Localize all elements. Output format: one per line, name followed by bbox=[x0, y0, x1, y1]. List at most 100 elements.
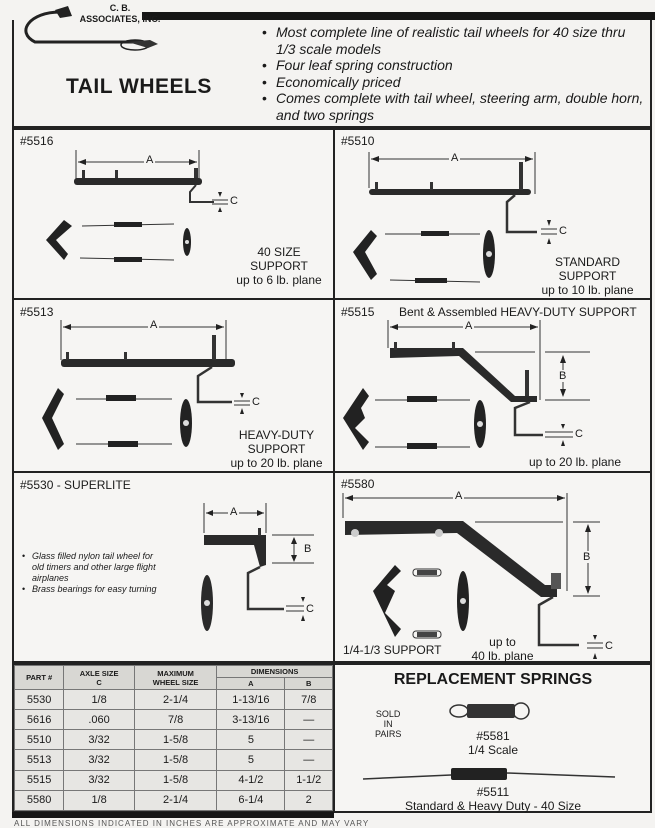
header-box bbox=[12, 20, 652, 128]
dim-a-label: A bbox=[228, 506, 240, 518]
table-cell: 7/8 bbox=[133, 709, 218, 731]
product-caption: STANDARD SUPPORT up to 10 lb. plane bbox=[525, 255, 650, 297]
support-label: 1/4-1/3 SUPPORT bbox=[343, 643, 442, 657]
header-axle-sub: C bbox=[96, 677, 102, 687]
dim-a-label: A bbox=[148, 319, 160, 331]
table-cell: — bbox=[284, 749, 333, 771]
caption-line: 40 lb. plane bbox=[471, 649, 534, 663]
table-cell: 1/8 bbox=[63, 688, 135, 711]
bullet-icon: • bbox=[22, 551, 26, 561]
table-cell: 1/8 bbox=[63, 789, 135, 812]
dim-a-label: A bbox=[144, 154, 156, 166]
table-cell: 4-1/2 bbox=[216, 769, 286, 791]
header-dim-b: B bbox=[284, 677, 333, 690]
product-panel-5530: #5530 - SUPERLITE A B C •Glass filled ny… bbox=[12, 471, 335, 663]
header-part: PART # bbox=[13, 665, 65, 690]
spring-5581: #5581 1/4 Scale bbox=[453, 729, 533, 757]
table-cell: 5616 bbox=[13, 709, 65, 731]
table-cell: 5513 bbox=[13, 749, 65, 771]
caption-line: up to 10 lb. plane bbox=[541, 283, 634, 297]
sold-line: SOLD bbox=[375, 709, 401, 719]
table-cell: 3/32 bbox=[63, 749, 135, 771]
table-cell: .060 bbox=[63, 709, 135, 731]
table-cell: 5 bbox=[216, 749, 286, 771]
feature-list: Most complete line of realistic tail whe… bbox=[262, 24, 646, 123]
sold-line: IN bbox=[383, 719, 393, 729]
table-cell: — bbox=[284, 709, 333, 731]
feature-item: Most complete line of realistic tail whe… bbox=[262, 24, 636, 57]
spring-desc: 1/4 Scale bbox=[467, 743, 519, 757]
table-cell: 5 bbox=[216, 729, 286, 751]
part-number: #5515 bbox=[341, 305, 375, 319]
company-logo-icon bbox=[24, 6, 158, 51]
sold-in-pairs: SOLD IN PAIRS bbox=[375, 709, 401, 739]
tail-wheel-5580-drawing-icon bbox=[342, 493, 603, 659]
table-cell: 5515 bbox=[13, 769, 65, 791]
footer-bar bbox=[12, 812, 334, 818]
header-max-label: MAXIMUM bbox=[157, 668, 194, 678]
company-line2: ASSOCIATES, INC. bbox=[79, 14, 161, 24]
product-caption: up to 20 lb. plane bbox=[528, 455, 622, 469]
replacement-springs-panel: REPLACEMENT SPRINGS SOLD IN PAIRS #5581 … bbox=[333, 663, 652, 813]
note-item: •Brass bearings for easy turning bbox=[22, 584, 157, 594]
spring-part: #5581 bbox=[476, 729, 510, 743]
spring-5511: #5511 Standard & Heavy Duty - 40 Size bbox=[335, 785, 651, 813]
dim-c-label: C bbox=[252, 396, 260, 408]
header-dims: DIMENSIONS bbox=[216, 665, 333, 678]
feature-item: Economically priced bbox=[262, 74, 646, 91]
caption-line: SUPPORT bbox=[247, 442, 306, 456]
spring-part: #5511 bbox=[476, 785, 510, 799]
sold-line: PAIRS bbox=[375, 729, 402, 739]
footer-note: ALL DIMENSIONS INDICATED IN INCHES ARE A… bbox=[14, 819, 370, 828]
part-number: #5530 - SUPERLITE bbox=[20, 478, 131, 492]
tail-wheel-5530-drawing-icon bbox=[201, 503, 314, 631]
table-cell: 1-5/8 bbox=[133, 769, 218, 791]
table-cell: 1-5/8 bbox=[133, 729, 218, 751]
caption-line: SUPPORT bbox=[250, 259, 308, 273]
dim-a-label: A bbox=[449, 152, 461, 164]
part-number: #5516 bbox=[20, 134, 54, 148]
feature-item: Four leaf spring construction bbox=[262, 57, 646, 74]
springs-title: REPLACEMENT SPRINGS bbox=[393, 671, 593, 688]
bullet-icon: • bbox=[22, 584, 26, 594]
header-dim-a: A bbox=[216, 677, 286, 690]
table-cell: 3-13/16 bbox=[216, 709, 286, 731]
part-number: #5510 bbox=[341, 134, 375, 148]
header-top-bar bbox=[142, 12, 655, 20]
table-cell: 6-1/4 bbox=[216, 789, 286, 812]
header-max-sub: WHEEL SIZE bbox=[152, 677, 199, 687]
table-cell: 5510 bbox=[13, 729, 65, 751]
table-cell: 1-13/16 bbox=[216, 688, 286, 711]
dim-c-label: C bbox=[605, 640, 613, 652]
note-item: •Glass filled nylon tail wheel for old t… bbox=[22, 551, 156, 583]
caption-line: 40 SIZE bbox=[257, 245, 301, 259]
table-cell: 1-1/2 bbox=[284, 769, 333, 791]
part-number: #5580 bbox=[341, 477, 375, 491]
table-cell: 5530 bbox=[13, 688, 65, 711]
table-cell: 5580 bbox=[13, 789, 65, 812]
table-cell: 2 bbox=[284, 789, 333, 812]
tail-wheel-5510-drawing-icon bbox=[353, 152, 557, 283]
caption-line: up to 6 lb. plane bbox=[236, 273, 322, 287]
product-caption: HEAVY-DUTY SUPPORT up to 20 lb. plane bbox=[214, 428, 339, 470]
header-axle-label: AXLE SIZE bbox=[79, 668, 119, 678]
table-cell: 3/32 bbox=[63, 769, 135, 791]
product-panel-5515: #5515 Bent & Assembled HEAVY-DUTY SUPPOR… bbox=[333, 298, 652, 473]
product-panel-5580: #5580 A B C 1/4-1/3 SUPPORT up to 40 lb.… bbox=[333, 471, 652, 663]
feature-item: Comes complete with tail wheel, steering… bbox=[262, 90, 646, 123]
dim-a-label: A bbox=[453, 490, 465, 502]
product-caption: 40 SIZE SUPPORT up to 6 lb. plane bbox=[219, 245, 339, 287]
part-number: #5513 bbox=[20, 305, 54, 319]
company-line1: C. B. bbox=[109, 3, 131, 13]
product-subtitle: Bent & Assembled HEAVY-DUTY SUPPORT bbox=[399, 305, 637, 319]
caption-line: STANDARD bbox=[554, 255, 621, 269]
